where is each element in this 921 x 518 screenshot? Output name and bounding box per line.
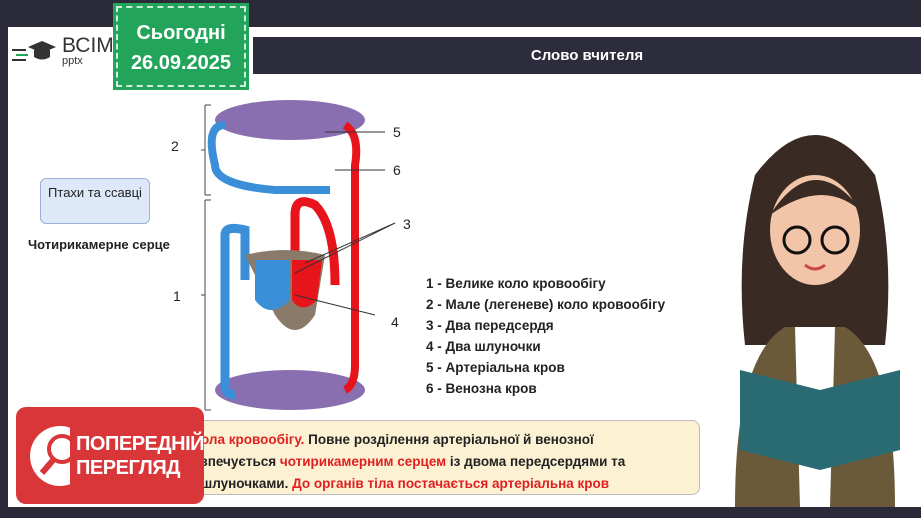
label-5: 5 [393,124,401,140]
circulation-diagram [201,100,396,411]
legend-item: 3 - Два передсердя [426,318,554,333]
magnifier-icon [30,425,71,486]
date-label: Сьогодні [136,22,226,44]
teacher-illustration [735,135,900,507]
logo-sub: pptx [62,55,83,67]
label-4: 4 [391,314,399,330]
preview-line1: ПОПЕРЕДНІЙ [76,432,204,455]
note-text: Повне розділення артеріальної й венозної [304,432,594,447]
note-highlight: До органів тіла постачається артеріальна… [292,476,610,491]
slide-title: Слово вчителя [253,37,921,74]
legend: 1 - Велике коло кровообігу 2 - Мале (лег… [426,273,665,399]
legend-item: 1 - Велике коло кровообігу [426,276,606,291]
note-highlight: ола кровообігу. [201,432,305,447]
logo-text: ВСІМ [62,34,114,57]
note-text: із двома передсердями та [446,454,626,469]
date-badge: Сьогодні 26.09.2025 [113,3,249,90]
info-note: ола кровообігу. Повне розділення артеріа… [110,420,700,495]
graduation-cap-icon [12,41,56,61]
note-highlight: чотирикамерним серцем [279,454,447,469]
date-value: 26.09.2025 [130,52,232,74]
label-6: 6 [393,162,401,178]
note-text: зпечується [201,454,280,469]
group-label: Птахи та ссавці [40,178,150,224]
note-text: шлуночками. [201,476,293,491]
legend-item: 4 - Два шлуночки [426,339,541,354]
legend-item: 5 - Артеріальна кров [426,360,565,375]
legend-item: 2 - Мале (легеневе) коло кровообігу [426,297,666,312]
label-3: 3 [403,216,411,232]
heart-title: Чотирикамерне серце [28,237,170,252]
preview-line2: ПЕРЕГЛЯД [76,456,180,479]
body-capillaries [215,370,365,410]
label-2: 2 [171,138,179,154]
legend-item: 6 - Венозна кров [426,381,537,396]
label-1: 1 [173,288,181,304]
lung-capillaries [215,100,365,140]
